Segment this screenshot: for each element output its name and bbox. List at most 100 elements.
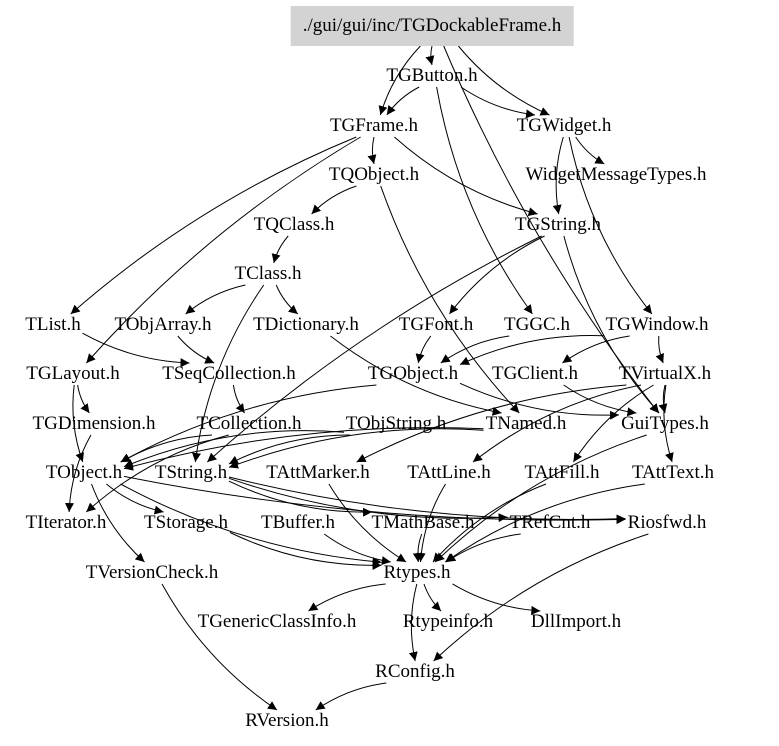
edge-tgframe-to-tlist [70,136,357,315]
edge-root-to-tgbutton [425,45,435,66]
node-tatt-marker: TAttMarker.h [266,462,370,483]
edge-tclass-to-tstring [192,284,265,463]
node-rtypes: Rtypes.h [383,562,451,583]
edge-tobject-to-rtypes [120,483,382,566]
node-tgeneric-class-info: TGenericClassInfo.h [197,611,357,632]
node-tggc: TGGC.h [504,314,570,335]
edge-tgframe-to-tqobject [367,136,377,165]
edge-tvirtualx-to-tattmarker [356,384,627,463]
edge-tcollection-to-tobject [120,434,213,463]
node-tobj-string: TObjString.h [345,413,447,434]
edge-tgframe-to-tgstring [394,136,538,217]
node-tgframe: TGFrame.h [329,115,419,136]
node-tobj-array: TObjArray.h [114,314,212,335]
node-tgdimension: TGDimension.h [32,413,156,434]
edge-tlist-to-tseqcollection [82,332,190,368]
edge-tmathbase-to-rtypes [412,533,423,563]
edge-tstring-to-riosfwd [228,476,626,524]
node-tdictionary: TDictionary.h [253,314,359,335]
edge-tobject-to-tversioncheck [91,483,145,563]
edge-tvirtualx-to-tatttext [663,384,674,463]
edge-tclass-to-tdictionary [275,284,299,315]
edge-tgobject-to-guitypes [459,382,620,420]
edge-tbuffer-to-rtypes [323,533,391,565]
edge-rtypes-to-tgenericclassinfo [308,583,386,612]
edge-tobject-to-tstorage [106,483,164,515]
node-tatt-fill: TAttFill.h [524,462,600,483]
node-tlist: TList.h [25,314,81,335]
node-tqobject: TQObject.h [328,164,420,185]
node-tbuffer: TBuffer.h [260,512,336,533]
edge-tstorage-to-rtypes [229,532,382,571]
node-tgfont: TGFont.h [398,314,474,335]
edge-tgbutton-to-tgframe [386,86,420,116]
node-tgstring: TGString.h [514,214,602,235]
edge-tstring-to-tmathbase [228,480,373,517]
edge-tggc-to-tgobject [440,335,510,364]
edge-tnamed-to-tobject [123,427,484,471]
node-rversion: RVersion.h [245,710,329,731]
edge-tgstring-to-tstring [206,235,542,463]
edge-tdictionary-to-tnamed [330,335,502,416]
edge-root-to-tgwidget [458,45,550,116]
edge-tgwidget-to-tgstring [552,136,564,215]
edge-tgclient-to-guitypes [563,384,637,417]
edge-root-to-guitypes [443,45,659,414]
node-tstorage: TStorage.h [144,512,228,533]
edge-tgwindow-to-tgobject [459,334,604,366]
node-widget-message-types: WidgetMessageTypes.h [525,164,707,185]
edge-tgwindow-to-tvirtualx [655,335,664,364]
edge-rtypes-to-rtypeinfo [423,583,442,612]
edge-guitypes-to-rtypes [434,434,647,563]
edge-tobjstring-to-tobject [123,430,345,468]
node-gui-types: GuiTypes.h [621,413,709,434]
edge-rconfig-to-rversion [315,682,387,711]
edge-tvirtualx-to-tattfill [572,384,654,463]
node-titerator: TIterator.h [25,512,107,533]
node-tgwidget: TGWidget.h [516,115,612,136]
edge-tglayout-to-tobject [72,384,84,463]
node-tversion-check: TVersionCheck.h [85,562,219,583]
node-tgbutton: TGButton.h [386,65,478,86]
edge-tvirtualx-to-tattline [472,384,642,463]
node-tglayout: TGLayout.h [26,363,120,384]
node-tmath-base: TMathBase.h [371,512,475,533]
edge-tobject-to-riosfwd [123,475,626,525]
edge-tobjstring-to-tstring [228,434,351,465]
node-tstring: TString.h [154,462,228,483]
edge-tobjarray-to-tseqcollection [177,335,215,364]
node-tgclient: TGClient.h [491,363,579,384]
node-tvirtual-x: TVirtualX.h [618,363,712,384]
edge-tgobject-to-tobject [120,384,377,463]
node-tgwindow: TGWindow.h [605,314,709,335]
edge-tvirtualx-to-guitypes [658,384,668,414]
edge-tclass-to-tobjarray [185,284,246,315]
edge-tattmarker-to-rtypes [328,483,407,563]
edge-tgframe-to-tglayout [86,136,361,364]
node-tobject: TObject.h [45,462,123,483]
edge-tgbutton-to-tgwidget [460,86,536,119]
node-tclass: TClass.h [234,263,302,284]
node-dll-import: DllImport.h [530,611,622,632]
edge-riosfwd-to-rconfig [433,533,649,662]
node-rconfig: RConfig.h [375,661,455,682]
edge-tattfill-to-rtypes [432,483,547,563]
node-tnamed: TNamed.h [485,413,567,434]
node-rtypeinfo: Rtypeinfo.h [402,611,494,632]
edge-tgfont-to-tgobject [415,335,432,364]
edge-tgbutton-to-tggc [436,86,533,315]
node-tref-cnt: TRefCnt.h [509,512,591,533]
edge-tatttext-to-rtypes [444,483,645,563]
edge-tqobject-to-tnamed [380,185,520,414]
edge-rtypes-to-dllimport [452,583,541,615]
node-tgobject: TGObject.h [367,363,459,384]
root-header-node: ./gui/gui/inc/TGDockableFrame.h [290,6,574,46]
edge-rtypes-to-rconfig [408,583,418,662]
edge-tgstring-to-tgfont [449,235,545,315]
node-riosfwd: Riosfwd.h [627,512,707,533]
edge-trefcnt-to-rtypes [446,533,521,563]
edge-tversioncheck-to-rversion [161,583,278,711]
node-tseq-collection: TSeqCollection.h [162,363,296,384]
edge-tnamed-to-tstring [228,428,484,469]
